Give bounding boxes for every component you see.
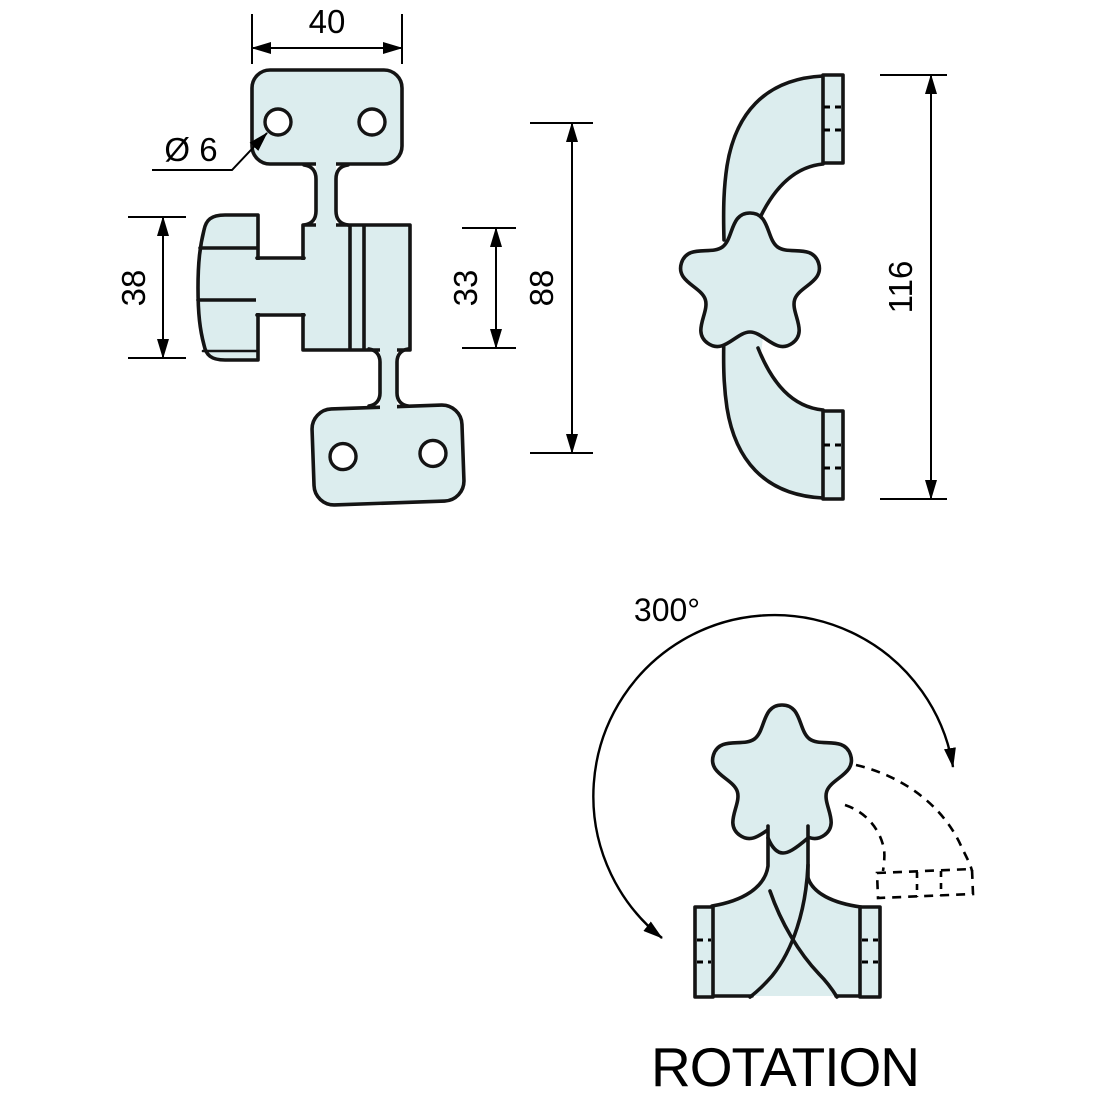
rotation-left-cap bbox=[693, 905, 715, 999]
lower-arm bbox=[723, 312, 823, 497]
dim-hole-diameter: Ø 6 bbox=[152, 131, 268, 171]
top-plate-hole-right bbox=[357, 107, 387, 137]
dim-overall-height-front: 88 bbox=[523, 122, 593, 454]
rotation-angle-label: 300° bbox=[634, 592, 700, 628]
upper-arm-inner-edge bbox=[756, 162, 825, 224]
dim-extension-lines bbox=[251, 14, 403, 64]
body-height-label: 33 bbox=[447, 270, 484, 307]
lower-arm-outer-edge bbox=[721, 332, 825, 500]
dim-extension-lines bbox=[530, 122, 593, 454]
neck-top-fillet bbox=[766, 836, 810, 855]
clamp-knob bbox=[196, 213, 260, 362]
upper-cap-hole-centerlines bbox=[824, 105, 842, 132]
lower-shaft-right-edge bbox=[395, 347, 410, 408]
latch-body-seams bbox=[348, 225, 366, 350]
ghost-arm-dashed bbox=[844, 763, 975, 900]
dim-body-height: 33 bbox=[447, 227, 516, 349]
ghost-outer-arc bbox=[855, 763, 974, 872]
latch-body bbox=[301, 223, 412, 352]
rotation-right-cap bbox=[858, 905, 882, 999]
bottom-plate-hole-left bbox=[328, 441, 358, 472]
side-view: 116 bbox=[678, 73, 947, 501]
rotation-arms bbox=[713, 820, 860, 996]
hole-diameter-label: Ø 6 bbox=[164, 131, 217, 168]
star-knob-rotation bbox=[710, 703, 854, 841]
bottom-mounting-plate bbox=[310, 403, 466, 507]
right-arm-inner-curve bbox=[768, 889, 839, 999]
rotation-diagram: 300° ROTATION bbox=[592, 592, 975, 1098]
lower-arm-inner-edge bbox=[756, 346, 825, 412]
rotation-caption: ROTATION bbox=[651, 1036, 919, 1098]
top-plate-hole-left bbox=[263, 107, 293, 137]
ghost-cap bbox=[875, 867, 975, 900]
side-overall-height-label: 116 bbox=[882, 261, 919, 314]
dim-overall-height-side: 116 bbox=[880, 74, 947, 500]
upper-shaft-left-edge bbox=[302, 163, 318, 227]
knob-neck bbox=[256, 260, 305, 313]
right-arm-top-edge bbox=[806, 876, 863, 909]
dim-knob-height: 38 bbox=[115, 216, 186, 359]
knob-neck-edges bbox=[255, 256, 306, 317]
neck-left-and-left-arm-top bbox=[710, 824, 770, 908]
ghost-cap-centerlines bbox=[915, 871, 943, 897]
lower-cap-hole-centerlines bbox=[824, 443, 842, 470]
upper-arm-outer-edge bbox=[721, 74, 825, 242]
lower-arm-cap bbox=[821, 409, 845, 501]
overall-height-label: 88 bbox=[523, 270, 560, 307]
dim-plate-width: 40 bbox=[251, 3, 403, 64]
star-knob-side bbox=[678, 211, 822, 349]
left-arm-inner-curve bbox=[748, 863, 810, 999]
bottom-plate-hole-right bbox=[418, 438, 448, 469]
knob-height-label: 38 bbox=[115, 270, 152, 307]
lower-shaft-left-edge bbox=[367, 347, 382, 408]
front-view: 40 Ø 6 bbox=[115, 3, 593, 507]
dim-extension-lines bbox=[462, 227, 516, 349]
lower-shaft bbox=[380, 346, 397, 411]
upper-shaft-right-edge bbox=[334, 163, 350, 227]
rotation-arc bbox=[592, 613, 956, 939]
upper-arm-cap bbox=[821, 73, 845, 165]
plate-width-label: 40 bbox=[309, 3, 346, 40]
leader-line bbox=[152, 132, 268, 171]
ghost-inner-arc bbox=[844, 803, 886, 872]
upper-shaft bbox=[316, 160, 336, 227]
knob-facet-lines bbox=[196, 246, 258, 302]
